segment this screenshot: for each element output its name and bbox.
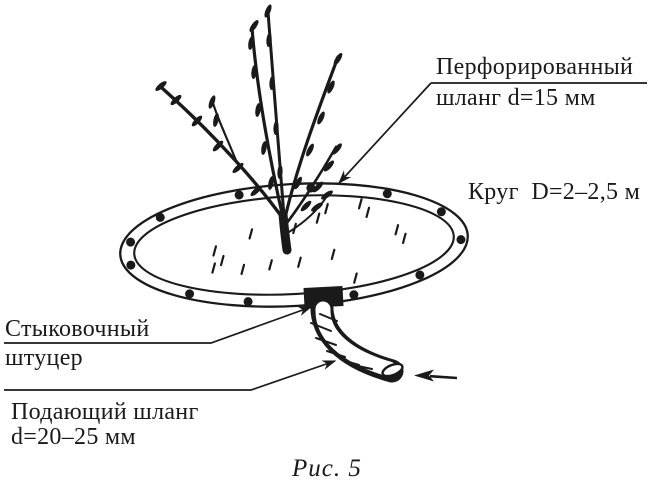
hose-ring: [119, 182, 469, 308]
label-perforated-hose-line2: шланг d=15 мм: [436, 85, 596, 111]
leader-fitting: [4, 306, 313, 344]
label-supply-hose-line2: d=20–25 мм: [11, 424, 136, 450]
supply-hose: [310, 291, 404, 383]
label-supply-hose-line1: Подающий шланг: [11, 399, 199, 425]
leader-perforated-hose: [338, 82, 647, 185]
label-circle-diameter: Круг D=2–2,5 м: [468, 179, 641, 205]
flow-direction-arrow-icon: [414, 369, 458, 382]
leader-supply-hose: [4, 360, 337, 391]
grass-marks: [210, 198, 408, 284]
bush: [153, 3, 344, 255]
label-perforated-hose-line1: Перфорированный: [436, 54, 634, 80]
figure-caption: Рис. 5: [292, 455, 362, 482]
hose-hatching: [310, 313, 373, 370]
label-fitting-line2: штуцер: [5, 345, 83, 371]
label-fitting-line1: Стыковочный: [5, 316, 150, 342]
hose-open-end: [381, 362, 404, 378]
